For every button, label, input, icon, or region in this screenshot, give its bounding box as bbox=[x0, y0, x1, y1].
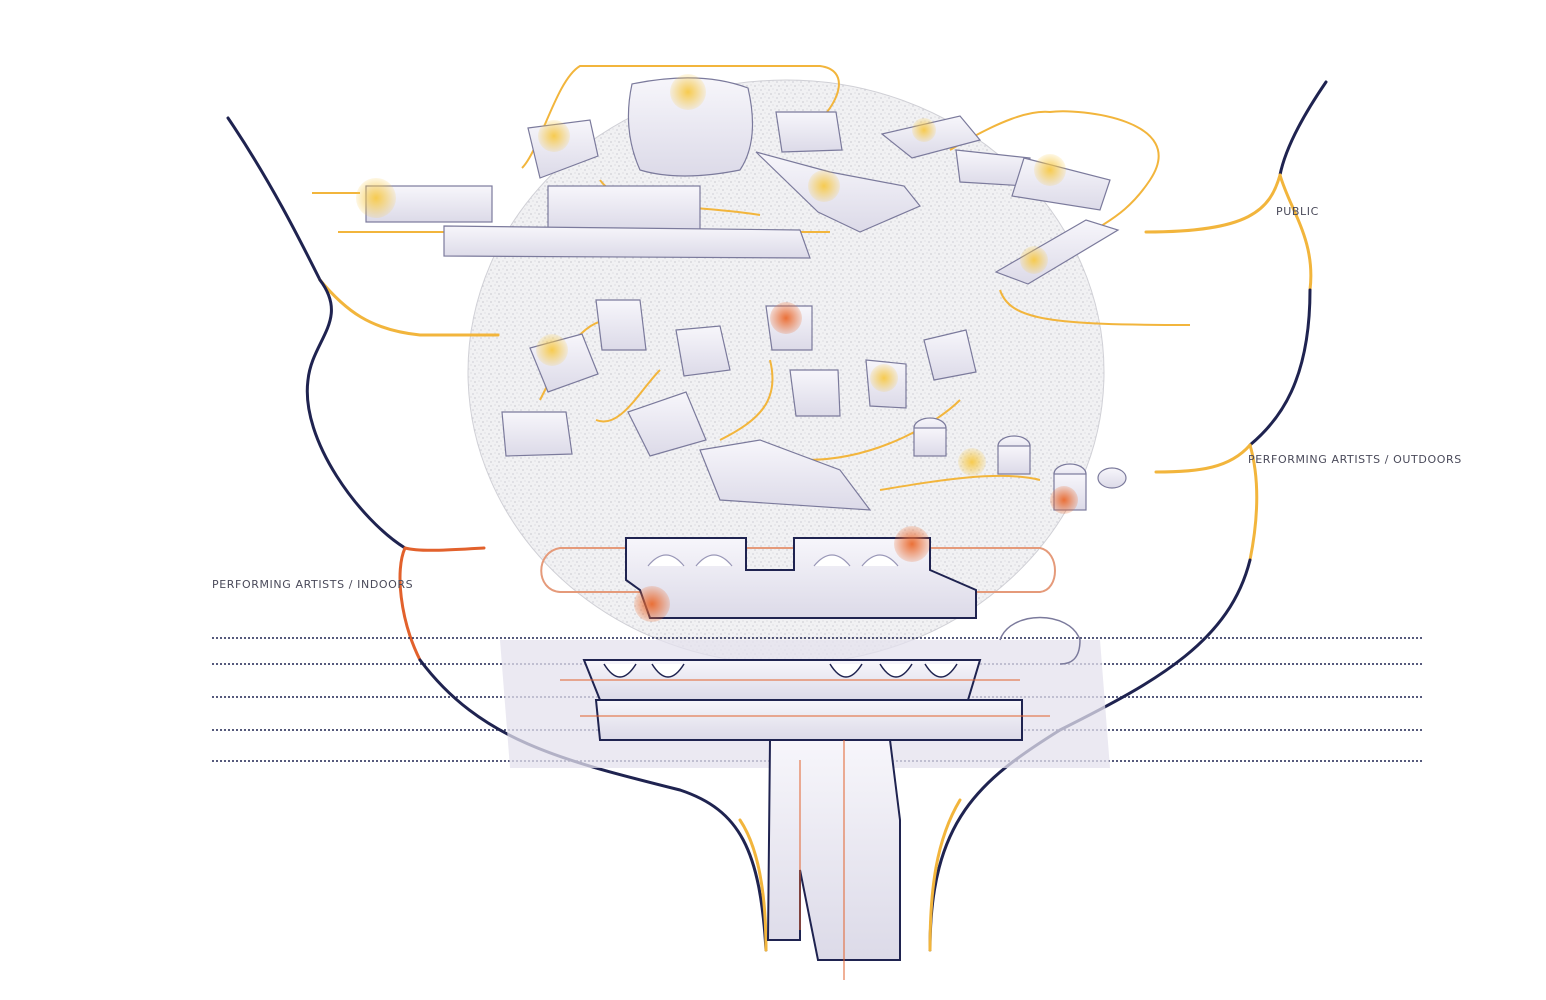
yellow-highlights bbox=[356, 74, 1078, 514]
label-public: PUBLIC bbox=[1276, 205, 1319, 218]
indoor-highlight-1 bbox=[634, 586, 670, 622]
lower-complex-wiring bbox=[560, 679, 1050, 980]
lower-complex bbox=[582, 659, 1023, 961]
indoor-building-arches bbox=[647, 554, 899, 567]
label-performing-artists-indoors: PERFORMING ARTISTS / INDOORS bbox=[212, 578, 414, 591]
lower-complex-ports bbox=[603, 663, 958, 678]
left-circulation-line bbox=[226, 116, 768, 952]
indoor-highlight-2 bbox=[894, 526, 930, 562]
label-performing-artists-outdoors: PERFORMING ARTISTS / OUTDOORS bbox=[1248, 453, 1462, 466]
platform-loop bbox=[999, 616, 1081, 665]
